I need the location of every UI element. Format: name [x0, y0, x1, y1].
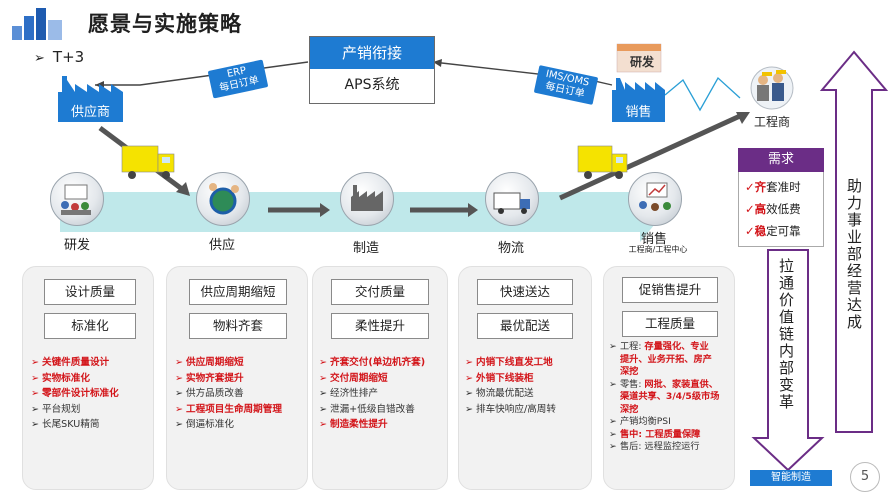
list-item: ➢倒逼标准化 — [175, 419, 234, 430]
card-supply-box-1: 供应周期缩短 — [189, 279, 287, 305]
sales-up-arrow — [558, 113, 742, 201]
page-title: 愿景与实施策略 — [88, 12, 242, 36]
arrow-supply-to-mfg — [320, 203, 330, 217]
value-chain-text: 拉通价值链内部变革 — [777, 258, 795, 411]
card-manufacturing: 交付质量 柔性提升 ➢齐套交付(单边机齐套) ➢交付周期缩短 ➢经济性排产 ➢泄… — [312, 266, 448, 490]
sales-factory-label: 销售 — [625, 105, 652, 120]
aps-box-title: 产销衔接 — [310, 37, 434, 69]
card-mfg-list: ➢齐套交付(单边机齐套) ➢交付周期缩短 ➢经济性排产 ➢泄漏+低级自错改善 ➢… — [319, 355, 425, 433]
card-supply-list: ➢供应周期缩短 ➢实物齐套提升 ➢供方品质改善 ➢工程项目生命周期管理 ➢倒逼标… — [175, 355, 282, 433]
list-item: ➢产销均衡PSI — [609, 416, 671, 427]
shop-icon — [616, 43, 662, 73]
bullet-arrow-icon: ➢ — [34, 51, 45, 66]
engineer-label: 工程商 — [753, 115, 790, 129]
company-logo — [12, 8, 62, 40]
card-rd-box-1: 设计质量 — [44, 279, 136, 305]
list-item: ➢售中: 工程质量保障 — [609, 428, 701, 440]
list-item: ➢物流最优配送 — [465, 388, 534, 399]
card-sales-box-1: 促销售提升 — [622, 277, 718, 303]
list-item: ➢经济性排产 — [319, 388, 378, 399]
demand-item: ✓稳定可靠 — [745, 224, 801, 238]
card-logistics-box-1: 快速送达 — [477, 279, 573, 305]
footer-brand: 智能制造 — [750, 470, 832, 486]
list-item: ➢排车快响应/高周转 — [465, 403, 556, 415]
card-rd: 设计质量 标准化 ➢关键件质量设计 ➢实物标准化 ➢零部件设计标准化 ➢平台规划… — [22, 266, 154, 490]
stage-sublabel-sales: 工程商/工程中心 — [628, 245, 688, 254]
card-sales-box-2: 工程质量 — [622, 311, 718, 337]
list-item: ➢外销下线装柜 — [465, 372, 534, 384]
truck-icon-left — [121, 145, 175, 179]
list-item: ➢平台规划 — [31, 403, 81, 415]
list-item: 深挖 — [620, 403, 639, 415]
supply-stage-icon — [196, 172, 250, 226]
zigzag-line — [664, 76, 741, 112]
card-logistics: 快速送达 最优配送 ➢内销下线直发工地 ➢外销下线装柜 ➢物流最优配送 ➢排车快… — [458, 266, 592, 490]
arrow-mfg-to-logistics — [468, 203, 478, 217]
logistics-stage-icon — [485, 172, 539, 226]
sales-stage-icon — [628, 172, 682, 226]
list-item: ➢零部件设计标准化 — [31, 388, 119, 399]
stage-label-sales: 销售 — [640, 232, 667, 247]
stage-label-supply: 供应 — [208, 238, 235, 253]
sales-factory-icon — [612, 78, 665, 122]
supplier-factory-icon — [58, 76, 123, 122]
list-item: 渠道共享、3/4/5级市场 — [620, 391, 720, 402]
list-item: ➢工程项目生命周期管理 — [175, 403, 282, 415]
bullet-text: T+3 — [52, 48, 85, 66]
card-supply: 供应周期缩短 物料齐套 ➢供应周期缩短 ➢实物齐套提升 ➢供方品质改善 ➢工程项… — [166, 266, 308, 490]
aps-box: 产销衔接 APS系统 — [309, 36, 435, 104]
list-item: 提升、业务开拓、房产 — [620, 353, 712, 365]
list-item: ➢售后: 远程监控运行 — [609, 441, 700, 452]
card-rd-box-2: 标准化 — [44, 313, 136, 339]
aps-box-subtitle: APS系统 — [344, 77, 400, 93]
list-item: ➢关键件质量设计 — [31, 357, 110, 368]
card-logistics-list: ➢内销下线直发工地 ➢外销下线装柜 ➢物流最优配送 ➢排车快响应/高周转 — [465, 355, 556, 417]
supplier-to-aps-line — [95, 61, 309, 86]
list-item: ➢制造柔性提升 — [319, 419, 388, 430]
list-item: ➢工程: 存量强化、专业 — [609, 341, 709, 352]
list-item: ➢交付周期缩短 — [319, 372, 388, 384]
card-logistics-box-2: 最优配送 — [477, 313, 573, 339]
value-chain-down-arrow — [751, 249, 825, 472]
business-up-arrow — [819, 50, 889, 433]
demand-list: ✓齐套准时 ✓高效低费 ✓稳定可靠 — [738, 172, 824, 247]
stage-label-rd: 研发 — [63, 238, 90, 253]
list-item: ➢泄漏+低级自错改善 — [319, 403, 415, 415]
demand-box: 需求 ✓齐套准时 ✓高效低费 ✓稳定可靠 — [738, 148, 824, 247]
bullet-item: ➢ T+3 — [34, 48, 84, 66]
rd-stage-icon — [50, 172, 104, 226]
business-text: 助力事业部经营达成 — [845, 178, 863, 331]
truck-icon-right — [577, 145, 628, 179]
list-item: ➢齐套交付(单边机齐套) — [319, 357, 426, 368]
list-item: ➢供方品质改善 — [175, 388, 244, 399]
list-item: ➢供应周期缩短 — [175, 357, 244, 368]
list-item: ➢零售: 网批、家装直供、 — [609, 378, 718, 390]
card-mfg-box-1: 交付质量 — [331, 279, 429, 305]
card-rd-list: ➢关键件质量设计 ➢实物标准化 ➢零部件设计标准化 ➢平台规划 ➢长尾SKU精简 — [31, 355, 119, 433]
card-supply-box-2: 物料齐套 — [189, 313, 287, 339]
stage-label-logistics: 物流 — [497, 241, 524, 256]
demand-header: 需求 — [738, 148, 824, 172]
card-sales: 促销售提升 工程质量 ➢工程: 存量强化、专业 提升、业务开拓、房产 深挖 ➢零… — [603, 266, 735, 490]
card-sales-list: ➢工程: 存量强化、专业 提升、业务开拓、房产 深挖 ➢零售: 网批、家装直供、… — [609, 341, 719, 454]
list-item: ➢内销下线直发工地 — [465, 357, 553, 368]
list-item: ➢长尾SKU精简 — [31, 419, 100, 430]
list-item: ➢实物标准化 — [31, 372, 90, 384]
demand-item: ✓齐套准时 — [745, 180, 801, 194]
list-item: 深挖 — [620, 366, 639, 377]
list-item: ➢实物齐套提升 — [175, 372, 244, 384]
engineer-group-icon — [750, 66, 794, 110]
stage-label-manufacturing: 制造 — [352, 241, 379, 256]
card-mfg-box-2: 柔性提升 — [331, 313, 429, 339]
supplier-label: 供应商 — [70, 105, 110, 120]
page-number: 5 — [850, 462, 880, 492]
manufacturing-stage-icon — [340, 172, 394, 226]
shop-label: 研发 — [629, 55, 654, 69]
demand-item: ✓高效低费 — [745, 202, 801, 216]
